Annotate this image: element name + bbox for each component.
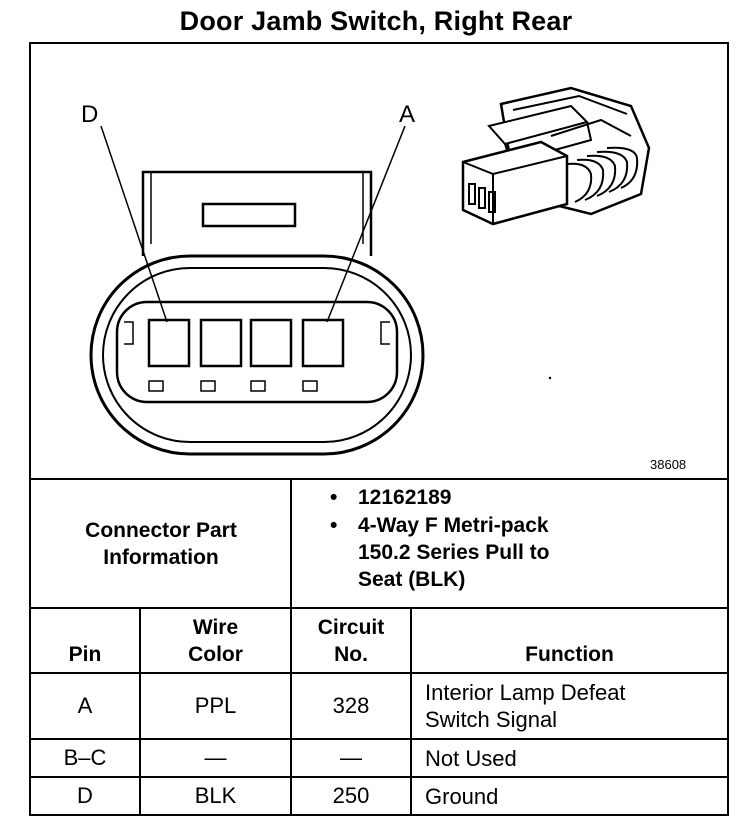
row-a-function-line1: Interior Lamp Defeat	[425, 680, 626, 705]
bullet: •	[330, 514, 338, 537]
connector-info-label-line2: Information	[103, 546, 219, 569]
part-number: 12162189	[358, 486, 452, 509]
connector-perspective-view	[461, 86, 651, 226]
header-circuit-line2: No.	[334, 642, 368, 666]
header-function: Function	[525, 643, 614, 666]
description-line: 150.2 Series Pull to	[358, 541, 550, 564]
connector-face-drawing: D A	[81, 86, 651, 456]
divider-col-function	[410, 607, 412, 816]
row-a-circuit: 328	[332, 693, 370, 718]
row-d-function: Ground	[425, 783, 499, 809]
divider-row-bc	[29, 776, 729, 778]
page-title: Door Jamb Switch, Right Rear	[179, 6, 573, 36]
figure-number: 38608	[650, 457, 687, 472]
header-circuit-line1: Circuit	[317, 615, 385, 639]
connector-face-view	[89, 125, 425, 456]
row-d-pin: D	[77, 783, 93, 808]
connector-diagram: D A	[31, 44, 727, 478]
header-wire-color-line2: Color	[188, 642, 243, 666]
row-a-pin: A	[77, 693, 93, 718]
divider-info	[29, 607, 729, 609]
divider-col-circuit	[290, 478, 292, 816]
description-line: Seat (BLK)	[358, 568, 466, 591]
row-bc-pin: B–C	[63, 745, 107, 770]
row-a-wire: PPL	[194, 693, 237, 718]
header-wire-color-line1: Wire	[192, 615, 239, 639]
divider-row-a	[29, 738, 729, 740]
divider-col-pin	[139, 607, 141, 816]
row-bc-wire: —	[204, 745, 227, 770]
description-line: 4-Way F Metri-pack	[358, 514, 549, 537]
row-a-function-line2: Switch Signal	[425, 707, 558, 732]
header-pin: Pin	[68, 643, 102, 666]
row-d-wire: BLK	[194, 783, 237, 808]
row-d-circuit: 250	[332, 783, 370, 808]
speck-dot	[548, 376, 552, 380]
callout-a: A	[399, 101, 415, 128]
bullet: •	[330, 486, 338, 509]
divider-header	[29, 672, 729, 674]
connector-info-label-line1: Connector Part	[85, 519, 237, 542]
callout-d: D	[81, 101, 98, 128]
connector-info-list: • 12162189 • 4-Way F Metri-pack 150.2 Se…	[330, 484, 549, 593]
connector-info-label: Connector Part Information	[31, 480, 291, 608]
row-bc-function: Not Used	[425, 745, 517, 771]
row-bc-circuit: —	[340, 745, 362, 770]
header-wire-color: Wire Color	[141, 609, 290, 672]
description-item: • 4-Way F Metri-pack 150.2 Series Pull t…	[330, 512, 549, 593]
header-circuit: Circuit No.	[292, 609, 410, 672]
divider-diagram	[29, 478, 729, 480]
row-a-function: Interior Lamp Defeat Switch Signal	[425, 674, 725, 738]
part-number-item: • 12162189	[330, 484, 549, 511]
outer-frame	[29, 42, 729, 816]
